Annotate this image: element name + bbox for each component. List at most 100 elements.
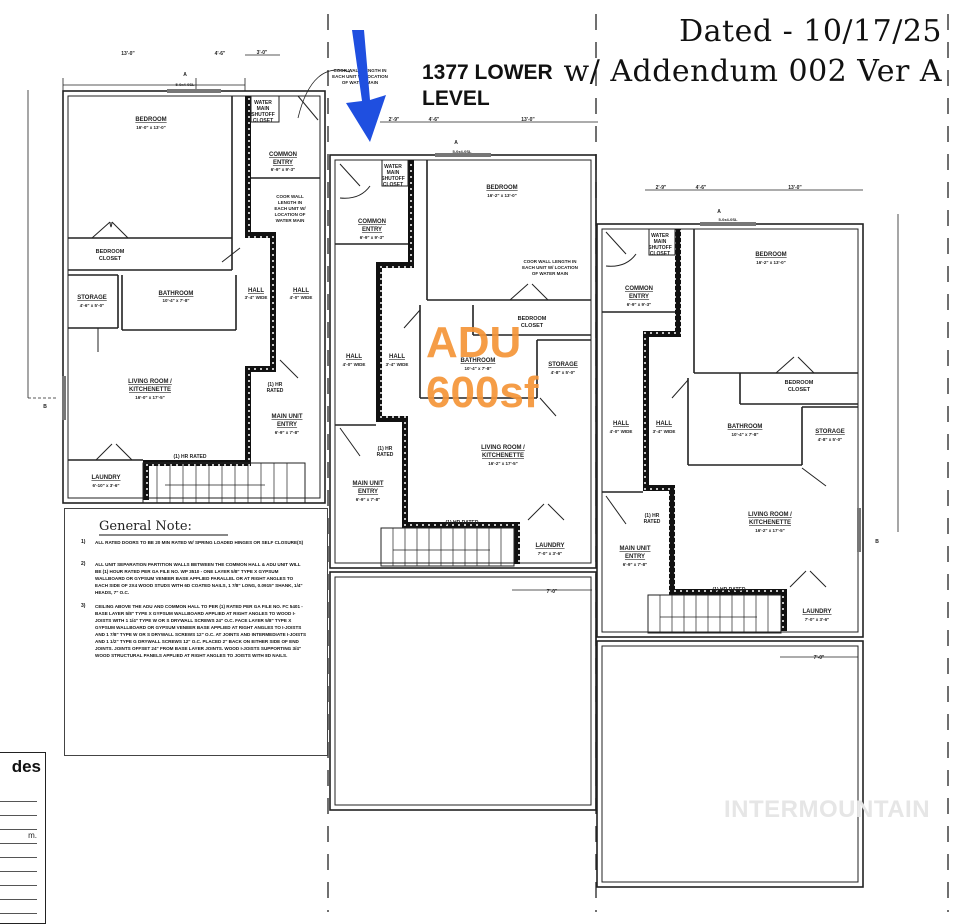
svg-text:6'-9" x 9'-3": 6'-9" x 9'-3": [627, 302, 651, 307]
svg-text:LAUNDRY: LAUNDRY: [802, 609, 831, 615]
svg-text:(1) HR: (1) HR: [378, 446, 393, 452]
svg-text:16'-2" x 13'-0": 16'-2" x 13'-0": [487, 193, 516, 198]
adu-area: 600sf: [426, 368, 539, 417]
svg-text:ENTRY: ENTRY: [273, 160, 293, 166]
svg-text:7'-0" x 3'-6": 7'-0" x 3'-6": [538, 551, 562, 556]
svg-text:COMMON: COMMON: [269, 152, 297, 158]
svg-text:A: A: [454, 140, 458, 146]
svg-text:LIVING ROOM /: LIVING ROOM /: [128, 379, 172, 385]
blue-pointer-arrow-icon: [346, 30, 386, 142]
level-title-line2: LEVEL: [422, 87, 490, 110]
svg-text:LIVING ROOM /: LIVING ROOM /: [481, 445, 525, 451]
svg-text:MAIN UNIT: MAIN UNIT: [353, 481, 384, 487]
svg-text:KITCHENETTE: KITCHENETTE: [749, 520, 791, 526]
codes-row: [0, 871, 37, 886]
svg-text:4'-0" WIDE: 4'-0" WIDE: [610, 429, 633, 434]
codes-table: des m.: [0, 752, 46, 924]
svg-text:6'-10" x 3'-6": 6'-10" x 3'-6": [93, 483, 120, 488]
svg-text:16'-0" x 13'-0": 16'-0" x 13'-0": [136, 125, 165, 130]
svg-text:6'-9" x 7'-8": 6'-9" x 7'-8": [356, 497, 380, 502]
svg-text:BATHROOM: BATHROOM: [159, 291, 194, 297]
svg-text:WATER: WATER: [254, 100, 272, 106]
svg-text:KITCHENETTE: KITCHENETTE: [482, 453, 524, 459]
svg-text:4'-0" WIDE: 4'-0" WIDE: [343, 362, 366, 367]
svg-text:(1) HR RATED: (1) HR RATED: [446, 520, 479, 526]
svg-text:COMMON: COMMON: [358, 219, 386, 225]
svg-text:A: A: [183, 72, 187, 78]
svg-text:16'-2" x 13'-0": 16'-2" x 13'-0": [756, 260, 785, 265]
svg-text:WATER MAIN: WATER MAIN: [276, 218, 305, 223]
svg-text:RATED: RATED: [644, 519, 661, 525]
svg-text:CLOSET: CLOSET: [383, 182, 403, 188]
svg-text:4'-6": 4'-6": [215, 51, 226, 57]
svg-text:B: B: [43, 404, 47, 410]
svg-text:13'-0": 13'-0": [788, 185, 802, 191]
room-labels: BEDROOM 16'-0" x 13'-0" WATER MAIN SHUTO…: [43, 50, 879, 661]
svg-text:CLOSET: CLOSET: [650, 251, 670, 257]
svg-text:10'-4" x 7'-8": 10'-4" x 7'-8": [732, 432, 759, 437]
svg-text:4'-6" x 5'-0": 4'-6" x 5'-0": [80, 303, 104, 308]
svg-text:ENTRY: ENTRY: [625, 554, 645, 560]
general-note-item: 1) ALL RATED DOORS TO BE 20 MIN RATED W/…: [81, 539, 304, 545]
svg-text:(1) HR: (1) HR: [268, 382, 283, 388]
center-unit-plan: [329, 121, 598, 811]
svg-text:MAIN UNIT: MAIN UNIT: [272, 414, 303, 420]
codes-row: [0, 857, 37, 872]
svg-text:7'-0": 7'-0": [547, 589, 558, 595]
svg-text:LIVING ROOM /: LIVING ROOM /: [748, 512, 792, 518]
level-title-line1: 1377 LOWER: [422, 61, 553, 84]
addendum-label: w/ Addendum 002 Ver A: [563, 54, 942, 89]
svg-text:5-0x4-0SL: 5-0x4-0SL: [453, 149, 472, 154]
svg-text:MAIN: MAIN: [654, 239, 667, 245]
svg-text:SHUTOFF: SHUTOFF: [648, 245, 672, 251]
svg-text:4'-8" x 5'-0": 4'-8" x 5'-0": [818, 437, 842, 442]
svg-text:LENGTH IN: LENGTH IN: [278, 200, 302, 205]
svg-text:6'-9" x 7'-8": 6'-9" x 7'-8": [275, 430, 299, 435]
svg-text:7'-0" x 3'-6": 7'-0" x 3'-6": [805, 617, 829, 622]
svg-text:CLOSET: CLOSET: [788, 387, 811, 393]
svg-text:4'-6": 4'-6": [429, 117, 440, 123]
svg-text:CLOSET: CLOSET: [99, 256, 122, 262]
codes-row: [0, 843, 37, 858]
svg-text:COOR WALL LENGTH IN: COOR WALL LENGTH IN: [524, 259, 577, 264]
svg-text:MAIN UNIT: MAIN UNIT: [620, 546, 651, 552]
svg-text:BEDROOM: BEDROOM: [518, 316, 547, 322]
svg-text:KITCHENETTE: KITCHENETTE: [129, 387, 171, 393]
svg-text:BATHROOM: BATHROOM: [728, 424, 763, 430]
svg-text:16'-2" x 17'-5": 16'-2" x 17'-5": [755, 528, 784, 533]
svg-text:WATER: WATER: [651, 233, 669, 239]
sheet-guide-lines: [327, 14, 949, 912]
left-unit-plan: [27, 54, 351, 504]
svg-text:BEDROOM: BEDROOM: [135, 117, 166, 123]
codes-table-title: des: [11, 757, 41, 776]
svg-text:EACH UNIT W/: EACH UNIT W/: [274, 206, 306, 211]
svg-text:HALL: HALL: [613, 421, 629, 427]
svg-text:16'-0" x 17'-5": 16'-0" x 17'-5": [135, 395, 164, 400]
svg-text:4'-0" WIDE: 4'-0" WIDE: [290, 295, 313, 300]
svg-text:STORAGE: STORAGE: [548, 362, 578, 368]
watermark: INTERMOUNTAIN: [724, 796, 931, 823]
svg-text:BEDROOM: BEDROOM: [785, 380, 814, 386]
svg-text:COMMON: COMMON: [625, 286, 653, 292]
svg-text:ENTRY: ENTRY: [629, 294, 649, 300]
codes-row: [0, 815, 37, 830]
svg-text:COOR WALL: COOR WALL: [276, 194, 304, 199]
svg-text:EACH UNIT W/ LOCATION: EACH UNIT W/ LOCATION: [522, 265, 578, 270]
svg-text:RATED: RATED: [377, 452, 394, 458]
svg-text:7'-0": 7'-0": [814, 655, 825, 661]
svg-text:10'-4" x 7'-8": 10'-4" x 7'-8": [163, 298, 190, 303]
svg-text:6'-9" x 7'-8": 6'-9" x 7'-8": [623, 562, 647, 567]
svg-text:ENTRY: ENTRY: [277, 422, 297, 428]
svg-text:STORAGE: STORAGE: [815, 429, 845, 435]
svg-text:6'-9" x 9'-3": 6'-9" x 9'-3": [271, 167, 295, 172]
svg-text:LAUNDRY: LAUNDRY: [91, 475, 120, 481]
svg-text:(1) HR RATED: (1) HR RATED: [174, 454, 207, 460]
svg-text:A: A: [717, 209, 721, 215]
right-unit-plan: [596, 189, 899, 888]
svg-text:13'-0": 13'-0": [121, 51, 135, 57]
svg-text:HALL: HALL: [293, 288, 309, 294]
adu-annotation: ADU 600sf: [426, 318, 539, 418]
svg-text:6'-9" x 9'-3": 6'-9" x 9'-3": [360, 235, 384, 240]
